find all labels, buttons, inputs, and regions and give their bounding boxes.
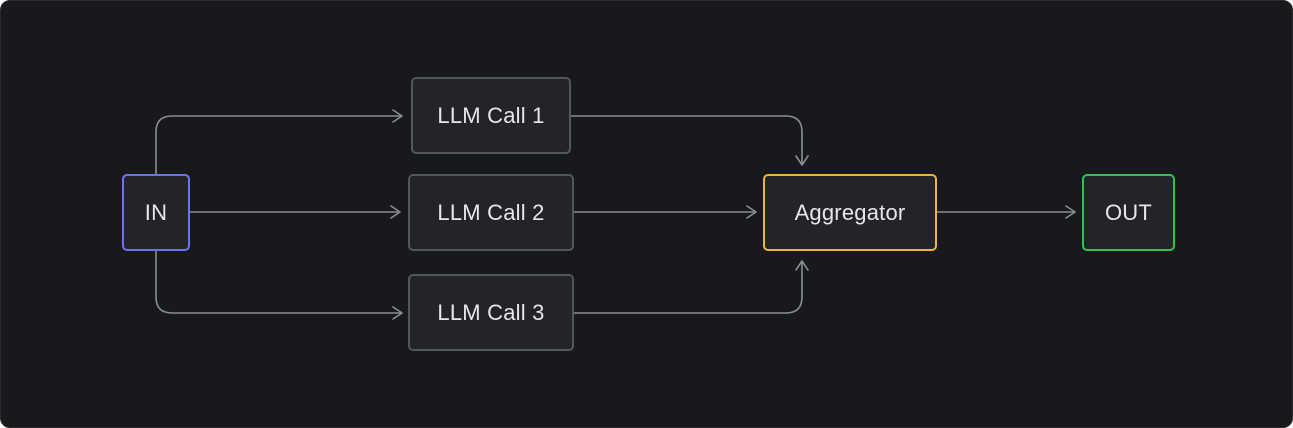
edge-in-llm1 (155, 115, 402, 175)
arrowhead-llm1 (392, 109, 403, 123)
node-llm-call-2: LLM Call 2 (408, 174, 574, 251)
arrowhead-aggregator-top (795, 155, 809, 166)
arrowhead-out (1065, 205, 1076, 219)
arrowhead-aggregator-bottom (795, 260, 809, 271)
edge-in-llm3 (155, 250, 402, 314)
node-llm-call-2-label: LLM Call 2 (437, 199, 545, 225)
node-aggregator: Aggregator (763, 174, 937, 251)
node-out-label: OUT (1104, 199, 1153, 225)
node-llm-call-1-label: LLM Call 1 (437, 102, 545, 128)
node-out: OUT (1082, 174, 1175, 251)
arrowhead-llm3 (392, 306, 403, 320)
arrowhead-aggregator-left (746, 205, 757, 219)
node-in: IN (122, 174, 190, 251)
node-in-label: IN (144, 199, 168, 225)
edge-llm3-aggregator (573, 261, 803, 314)
edge-llm1-aggregator (570, 115, 803, 165)
node-llm-call-3-label: LLM Call 3 (437, 299, 545, 325)
arrowhead-llm2 (390, 205, 401, 219)
node-llm-call-3: LLM Call 3 (408, 274, 574, 351)
node-aggregator-label: Aggregator (794, 199, 906, 225)
node-llm-call-1: LLM Call 1 (411, 77, 571, 154)
